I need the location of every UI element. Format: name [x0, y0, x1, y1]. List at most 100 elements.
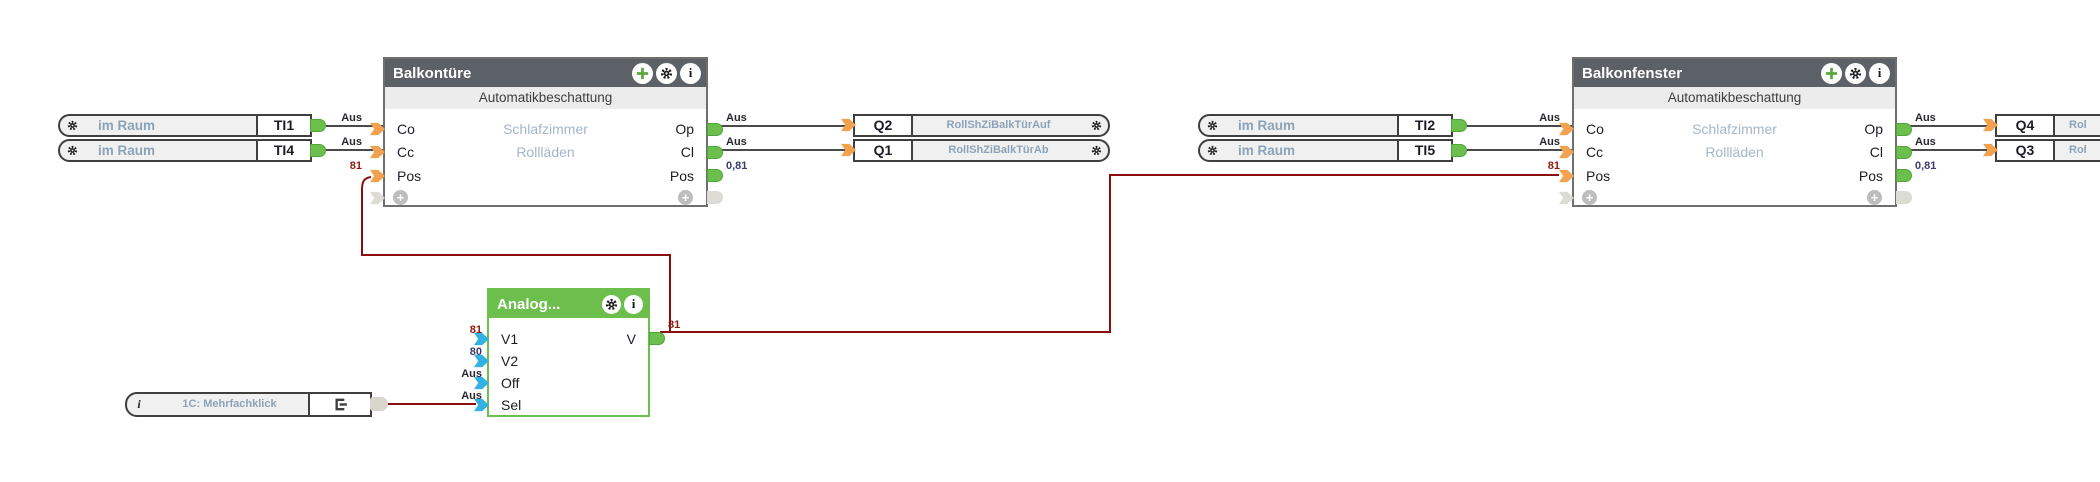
- input-connector-co[interactable]: [1559, 122, 1574, 136]
- value-label: Aus: [341, 136, 362, 148]
- block-header[interactable]: Balkontüre i: [385, 59, 706, 87]
- gear-icon[interactable]: [602, 294, 621, 314]
- value-label: Aus: [461, 390, 482, 402]
- gear-icon[interactable]: [60, 141, 84, 160]
- port-cc: Cc: [397, 144, 415, 160]
- input-connector-cc[interactable]: [1559, 145, 1574, 159]
- input-connector[interactable]: [1983, 143, 1998, 157]
- input-connector-v2[interactable]: [474, 354, 489, 368]
- value-label: 81: [349, 160, 362, 172]
- output-ref-q1[interactable]: Q1 RollShZiBalkTürAb: [841, 139, 1110, 162]
- input-ref-ti5[interactable]: im Raum TI5: [1198, 139, 1467, 162]
- output-ref-q3[interactable]: Q3 Rol: [1983, 139, 2100, 162]
- wire-v-balkonfenster-pos[interactable]: [660, 174, 1559, 333]
- port-op: Op: [1864, 121, 1883, 137]
- output-connector[interactable]: [310, 119, 326, 132]
- output-connector[interactable]: [1451, 119, 1467, 132]
- gear-icon[interactable]: [1200, 116, 1224, 135]
- block-subtitle: Automatikbeschattung: [1574, 87, 1895, 109]
- input-connector-pos[interactable]: [370, 169, 385, 183]
- gear-icon[interactable]: [1845, 62, 1866, 84]
- output-connector[interactable]: [1451, 144, 1467, 157]
- value-label: Aus: [1539, 112, 1560, 124]
- input-connector-co[interactable]: [370, 122, 385, 136]
- gear-icon[interactable]: [1084, 141, 1108, 160]
- value-label: Aus: [1915, 112, 1936, 124]
- input-ref-ti2[interactable]: im Raum TI2: [1198, 114, 1467, 137]
- block-subtitle: Automatikbeschattung: [385, 87, 706, 109]
- output-connector[interactable]: [370, 397, 388, 411]
- input-connector-pos[interactable]: [1559, 169, 1574, 183]
- input-ref-label: im Raum: [1238, 143, 1296, 158]
- input-ref-mehrfachklick[interactable]: i 1C: Mehrfachklick: [125, 392, 388, 417]
- port-pos-out: Pos: [1858, 168, 1883, 184]
- value-label: 81: [1547, 160, 1560, 172]
- output-connector-pos[interactable]: [1896, 169, 1912, 182]
- output-connector-spare[interactable]: [1896, 191, 1912, 204]
- output-connector-op[interactable]: [1896, 123, 1912, 136]
- function-block-analog[interactable]: Analog... i V1 V2 Off Sel V: [474, 288, 665, 417]
- input-connector-spare[interactable]: [1559, 191, 1574, 205]
- input-ref-ti4[interactable]: im Raum TI4: [58, 139, 326, 162]
- add-output-button[interactable]: +: [678, 190, 693, 205]
- output-connector-op[interactable]: [707, 123, 723, 136]
- add-output-button[interactable]: +: [1867, 190, 1882, 205]
- output-ref-label: RollShZiBalkTürAb: [948, 144, 1049, 156]
- value-label: Aus: [726, 112, 747, 124]
- output-ref-tag: Q1: [855, 141, 913, 160]
- add-input-button[interactable]: +: [393, 190, 408, 205]
- block-header[interactable]: Balkonfenster i: [1574, 59, 1895, 87]
- input-connector-off[interactable]: [474, 376, 489, 390]
- value-label: Aus: [341, 112, 362, 124]
- move-icon[interactable]: [1821, 62, 1842, 84]
- gear-icon[interactable]: [656, 62, 677, 84]
- input-connector[interactable]: [1983, 118, 1998, 132]
- port-co: Co: [1586, 121, 1604, 137]
- info-icon: i: [137, 397, 141, 411]
- wire-v-balkontuere-pos[interactable]: [361, 176, 671, 332]
- input-ref-ti1[interactable]: im Raum TI1: [58, 114, 326, 137]
- port-co: Co: [397, 121, 415, 137]
- info-icon[interactable]: i: [624, 294, 643, 314]
- output-ref-tag: Q3: [1997, 141, 2055, 160]
- value-label: Aus: [1539, 136, 1560, 148]
- output-connector-spare[interactable]: [707, 191, 723, 204]
- port-pos-out: Pos: [669, 168, 694, 184]
- info-icon[interactable]: i: [680, 62, 701, 84]
- input-connector[interactable]: [841, 118, 856, 132]
- output-connector-pos[interactable]: [707, 169, 723, 182]
- input-connector-cc[interactable]: [370, 145, 385, 159]
- input-connector-v1[interactable]: [474, 332, 489, 346]
- gear-icon[interactable]: [1200, 141, 1224, 160]
- input-ref-label: im Raum: [98, 143, 156, 158]
- value-label: 0,81: [1915, 160, 1937, 172]
- port-pos-in: Pos: [1586, 168, 1611, 184]
- function-block-balkontuere[interactable]: Balkontüre i Automatikbeschattung Schlaf…: [370, 57, 723, 207]
- value-label: 81: [469, 324, 482, 336]
- output-connector-cl[interactable]: [707, 146, 723, 159]
- output-ref-q4[interactable]: Q4 Rol: [1983, 114, 2100, 137]
- output-connector-v[interactable]: [649, 332, 665, 345]
- input-connector[interactable]: [841, 143, 856, 157]
- add-input-button[interactable]: +: [1582, 190, 1597, 205]
- output-connector-cl[interactable]: [1896, 146, 1912, 159]
- output-connector[interactable]: [310, 144, 326, 157]
- input-connector-sel[interactable]: [474, 398, 489, 412]
- port-sel: Sel: [501, 397, 522, 413]
- output-ref-q2[interactable]: Q2 RollShZiBalkTürAuf: [841, 114, 1110, 137]
- block-title: Balkontüre: [393, 64, 472, 82]
- port-cc: Cc: [1586, 144, 1604, 160]
- gear-icon[interactable]: [60, 116, 84, 135]
- function-block-balkonfenster[interactable]: Balkonfenster i Automatikbeschattung Sch…: [1559, 57, 1912, 207]
- value-label: 0,81: [726, 160, 748, 172]
- value-label: Aus: [1915, 136, 1936, 148]
- block-category: Rollläden: [1705, 144, 1764, 160]
- block-header[interactable]: Analog... i: [489, 290, 648, 318]
- gear-icon[interactable]: [1084, 116, 1108, 135]
- move-icon[interactable]: [632, 62, 653, 84]
- value-label: 81: [668, 319, 681, 331]
- input-connector-spare[interactable]: [370, 191, 385, 205]
- info-icon[interactable]: i: [1869, 62, 1890, 84]
- reference-icon[interactable]: [308, 394, 370, 415]
